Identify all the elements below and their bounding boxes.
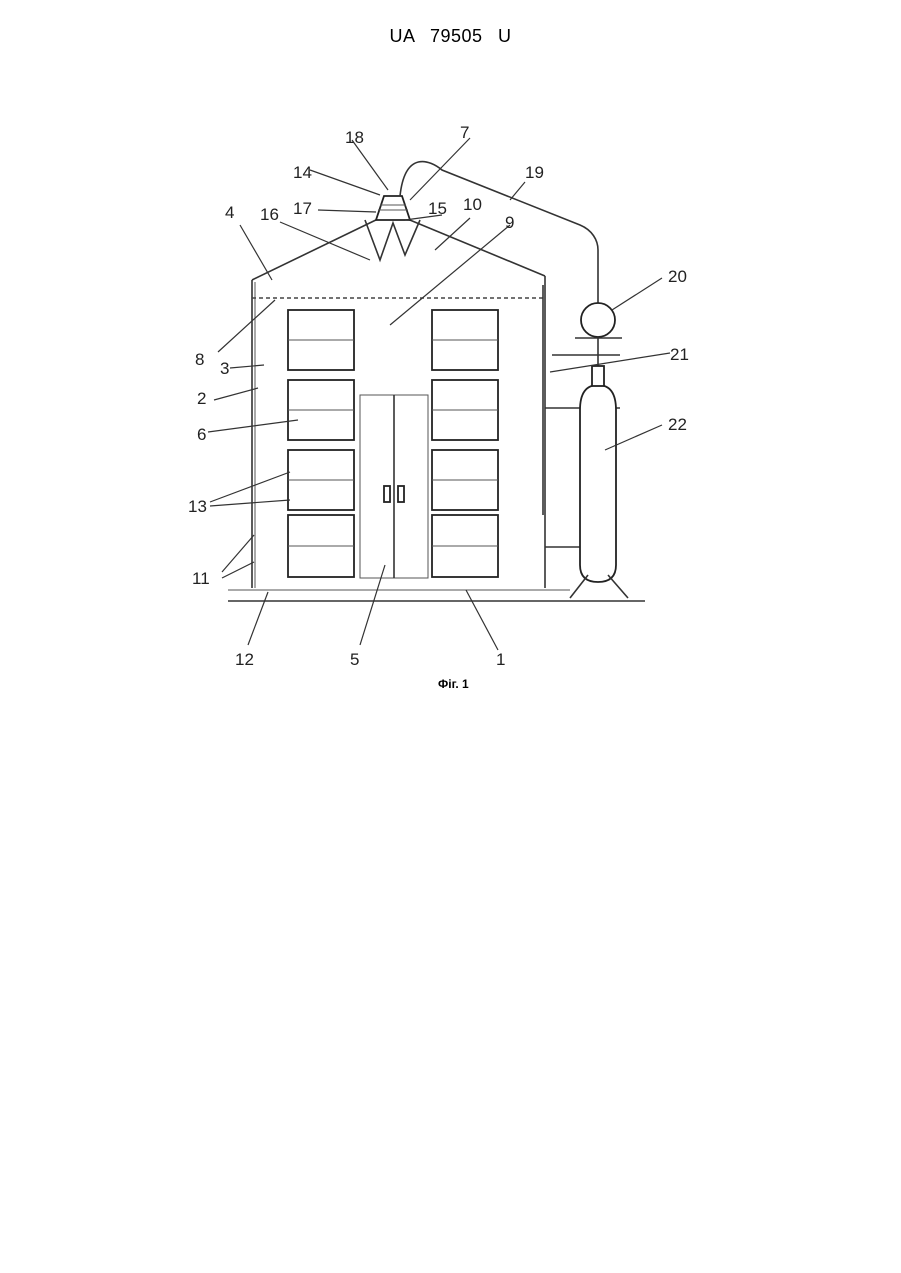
label-8: 8 (195, 350, 204, 369)
right-shelf-column (432, 310, 498, 577)
label-22: 22 (668, 415, 687, 434)
label-7: 7 (460, 123, 469, 142)
label-6: 6 (197, 425, 206, 444)
roof-vent-unit (376, 196, 410, 220)
label-5: 5 (350, 650, 359, 669)
cylinder-leg-right (608, 575, 628, 598)
vent-deflector (365, 220, 420, 260)
roof-left (252, 218, 380, 280)
label-19: 19 (525, 163, 544, 182)
label-10: 10 (463, 195, 482, 214)
roof-right (405, 218, 545, 276)
label-9: 9 (505, 213, 514, 232)
label-1: 1 (496, 650, 505, 669)
patent-figure: 18 7 19 14 17 4 16 15 10 9 20 21 22 8 3 … (180, 110, 705, 690)
patent-number-header: UA 79505 U (0, 26, 901, 47)
label-13: 13 (188, 497, 207, 516)
compressor (581, 303, 615, 337)
label-2: 2 (197, 389, 206, 408)
label-21: 21 (670, 345, 689, 364)
gas-cylinder (580, 385, 616, 582)
left-shelf-column (288, 310, 354, 577)
label-14: 14 (293, 163, 312, 182)
gas-pipe (400, 162, 598, 310)
label-18: 18 (345, 128, 364, 147)
diagram-svg: 18 7 19 14 17 4 16 15 10 9 20 21 22 8 3 … (180, 110, 705, 690)
cylinder-valve (592, 366, 604, 386)
label-15: 15 (428, 199, 447, 218)
label-12: 12 (235, 650, 254, 669)
label-16: 16 (260, 205, 279, 224)
label-17: 17 (293, 199, 312, 218)
door-handle-right (398, 486, 404, 502)
label-20: 20 (668, 267, 687, 286)
cylinder-leg-left (570, 575, 588, 598)
door-handle-left (384, 486, 390, 502)
label-11: 11 (192, 569, 210, 588)
figure-caption: Фіг. 1 (438, 677, 469, 690)
label-4: 4 (225, 203, 234, 222)
label-3: 3 (220, 359, 229, 378)
